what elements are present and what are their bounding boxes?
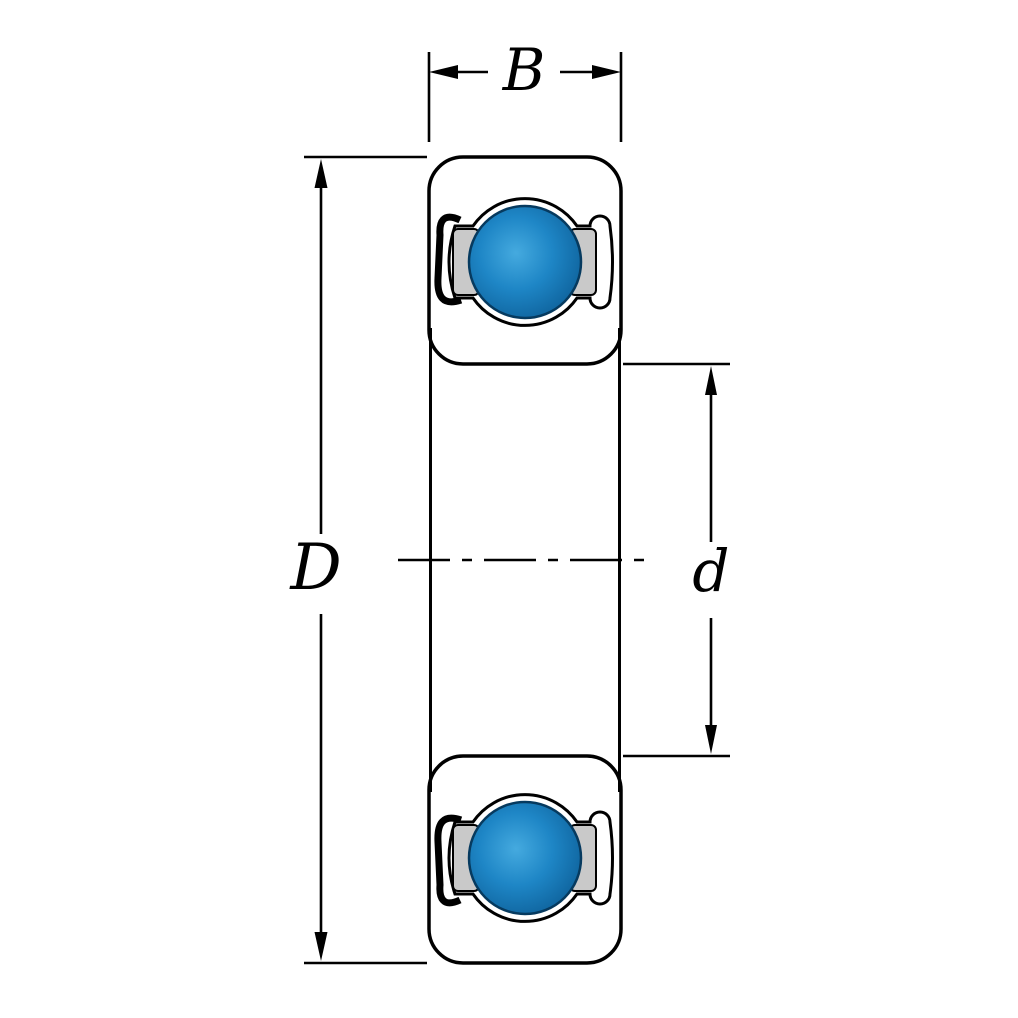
label-width-B: B [502,36,546,104]
label-bore-diameter-d: d [692,537,729,605]
arrowhead-right [592,65,621,79]
label-outer-diameter-D: D [289,531,341,605]
arrowhead-top [705,366,717,395]
dimension-D: D [289,155,427,965]
arrowhead-left [429,65,458,79]
ball-top [467,204,583,320]
dimension-d: d [623,362,730,758]
ball-bottom [467,800,583,916]
arrowhead-bottom [314,932,328,961]
arrowhead-top [314,159,328,188]
arrowhead-bottom [705,725,717,754]
dimension-B: B [427,36,623,142]
